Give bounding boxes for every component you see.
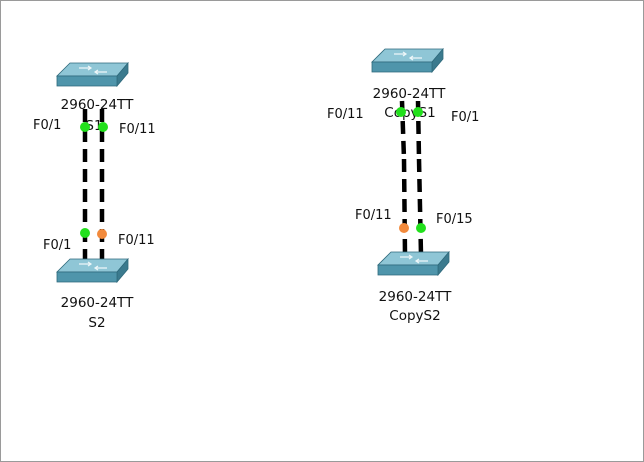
port-status-light-copys2-f0-15 [416, 223, 426, 233]
switch-icon [56, 257, 129, 284]
switch-icon [377, 250, 450, 277]
port-label: F0/11 [119, 122, 156, 137]
switch-copys2[interactable] [377, 250, 450, 277]
port-label: F0/11 [355, 208, 392, 223]
cable-segment[interactable] [416, 158, 424, 256]
switch-s2[interactable] [56, 257, 129, 284]
switch-icon [371, 47, 444, 74]
port-status-light-s1-f0-11 [98, 122, 108, 132]
switch-copys1[interactable] [371, 47, 444, 74]
port-status-light-s2-f0-1 [80, 228, 90, 238]
port-label: F0/11 [118, 233, 155, 248]
port-status-light-copys1-f0-11 [396, 107, 406, 117]
device-model-label: 2960-24TT [379, 289, 452, 305]
switch-s1[interactable] [56, 61, 129, 88]
port-label: F0/1 [33, 118, 61, 133]
port-status-light-s2-f0-11 [97, 229, 107, 239]
cable-segment[interactable] [401, 158, 408, 256]
port-status-light-copys2-f0-11 [399, 223, 409, 233]
switch-icon [56, 61, 129, 88]
device-name-label: CopyS2 [389, 308, 440, 324]
device-model-label: 2960-24TT [61, 97, 134, 113]
device-model-label: 2960-24TT [61, 295, 134, 311]
device-name-label: CopyS1 [384, 105, 435, 121]
device-name-label: S1 [85, 118, 102, 134]
port-status-light-copys1-f0-1 [413, 107, 423, 117]
port-label: F0/1 [43, 238, 71, 253]
port-label: F0/1 [451, 110, 479, 125]
port-label: F0/15 [436, 212, 473, 227]
device-name-label: S2 [88, 315, 105, 331]
port-label: F0/11 [327, 107, 364, 122]
port-status-light-s1-f0-1 [80, 122, 90, 132]
device-model-label: 2960-24TT [373, 86, 446, 102]
